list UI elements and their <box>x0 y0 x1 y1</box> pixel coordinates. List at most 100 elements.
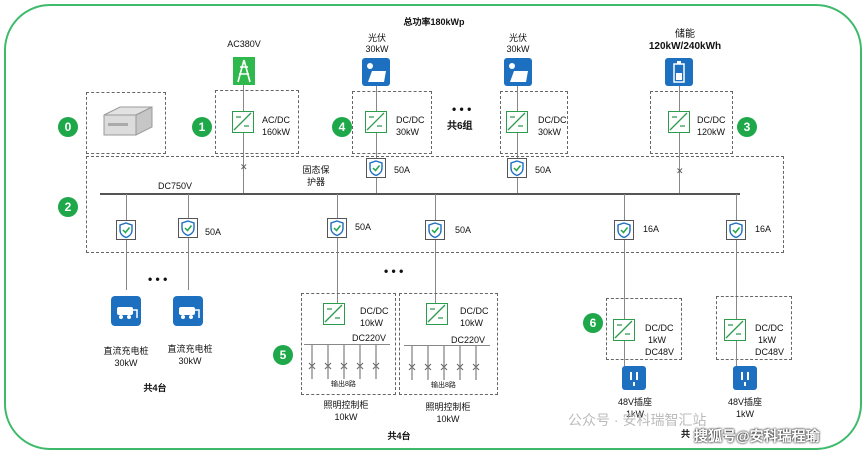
pv-left-breaker-icon <box>366 158 386 178</box>
cabinet-left-box <box>301 293 396 395</box>
storage-box <box>650 91 733 154</box>
socket-left-line <box>624 194 625 319</box>
cabinet-right-converter-icon <box>426 303 448 325</box>
storage-converter-icon <box>668 111 690 133</box>
pv-right-box <box>500 91 568 154</box>
ac-dc-label: AC/DC <box>262 115 291 125</box>
pv-left-box <box>352 91 432 154</box>
storage-link <box>679 86 680 111</box>
cabinet-ellipsis: • • • <box>384 264 404 278</box>
pv-group-count: 共6组 <box>447 121 473 132</box>
socket-right-breaker-icon <box>726 220 746 240</box>
marker-4: 4 <box>332 117 352 137</box>
cabinet-right-breaker: 50A <box>455 225 472 235</box>
marker-0: 0 <box>58 117 78 137</box>
pv-right-converter-power: 30kW <box>538 127 562 137</box>
cabinet-right-output: 输出8路 <box>431 382 456 389</box>
cabinet-right-voltage: DC220V <box>451 335 486 345</box>
total-power-title: 总功率180kWp <box>403 17 465 27</box>
cabinet-left-feed-bar <box>304 344 390 345</box>
storage-switch-x: ✕ <box>676 166 684 176</box>
charger-right-power: 30kW <box>178 356 202 366</box>
cabinet-left-converter-label: DC/DC <box>360 306 389 316</box>
pv-ellipsis: • • • <box>452 102 472 116</box>
socket-left-converter-power: 1kW <box>648 335 666 345</box>
pv-left-label: 光伏 <box>367 33 386 43</box>
socket-right-converter-icon <box>724 319 746 341</box>
bus-voltage: DC750V <box>158 181 193 191</box>
socket-right-breaker: 16A <box>755 224 772 234</box>
socket-right-line <box>736 194 737 319</box>
charger-right-label: 直流充电桩 <box>167 344 213 354</box>
pv-right-converter-icon <box>506 111 528 133</box>
socket-icon <box>733 366 757 390</box>
marker-3: 3 <box>737 117 757 137</box>
cabinet-left-breaker-icon <box>327 218 347 238</box>
socket-right-voltage: DC48V <box>755 347 785 357</box>
cabinet-right-breaker-icon <box>425 220 445 240</box>
ac-source-label: AC380V <box>227 39 261 49</box>
ac-bus-line <box>243 133 244 193</box>
watermark-wechat: 公众号 · 安科瑞智汇站 <box>568 412 707 428</box>
dc-bus <box>100 193 740 195</box>
pv-left-converter-power: 30kW <box>396 127 420 137</box>
sockets-count: 共 <box>681 429 691 439</box>
charger-left-line <box>126 194 127 290</box>
storage-power: 120kW/240kWh <box>648 41 722 52</box>
cabinets-count: 共4台 <box>387 431 411 441</box>
charger-right-breaker-icon <box>178 218 198 238</box>
socket-right-converter-label: DC/DC <box>755 323 784 333</box>
cabinet-right-label: 照明控制柜 <box>425 402 471 412</box>
battery-icon <box>665 58 693 86</box>
storage-label: 储能 <box>675 29 695 40</box>
socket-left-converter-label: DC/DC <box>645 323 674 333</box>
ev-charger-icon <box>111 296 141 326</box>
socket-right-out-line <box>736 341 737 366</box>
cabinet-left-converter-power: 10kW <box>360 318 384 328</box>
solar-panel-icon <box>362 58 390 86</box>
charger-left-power: 30kW <box>114 358 138 368</box>
ac-dc-converter-icon <box>232 111 254 133</box>
cabinet-right-box <box>399 293 498 395</box>
ac-switch-x: ✕ <box>240 162 248 172</box>
cabinet-right-converter-label: DC/DC <box>460 306 489 316</box>
pv-left-converter-icon <box>365 111 387 133</box>
ac-dc-power: 160kW <box>262 127 291 137</box>
marker-5: 5 <box>273 345 293 365</box>
cabinet-left-output-circuits <box>308 345 380 379</box>
ac-dc-box <box>215 90 299 154</box>
charger-left-breaker-icon <box>116 220 136 240</box>
socket-icon <box>622 366 646 390</box>
socket-left-out-line <box>624 341 625 366</box>
cabinet-left-breaker: 50A <box>355 222 372 232</box>
cabinet-left-label: 照明控制柜 <box>323 400 369 410</box>
charger-ellipsis: • • • <box>148 272 168 286</box>
socket-right-power: 1kW <box>736 409 754 419</box>
pv-right-label: 光伏 <box>508 33 527 43</box>
socket-right-label: 48V插座 <box>727 397 762 407</box>
storage-converter-power: 120kW <box>697 127 726 137</box>
cabinet-right-output-circuits <box>408 346 480 380</box>
charger-right-breaker: 50A <box>205 227 222 237</box>
socket-left-label: 48V插座 <box>617 397 652 407</box>
protector-label-2: 护器 <box>306 177 325 187</box>
socket-right-box <box>716 296 792 360</box>
grid-tower-icon <box>233 57 255 85</box>
socket-left-power: 1kW <box>626 409 644 419</box>
pv-left-link <box>376 86 377 111</box>
protector-label-1: 固态保 <box>302 165 330 175</box>
cabinet-left-converter-icon <box>323 303 345 325</box>
ac-link-line <box>243 85 244 111</box>
storage-converter-label: DC/DC <box>697 115 726 125</box>
marker-2: 2 <box>58 197 78 217</box>
solar-panel-icon <box>504 58 532 86</box>
ev-charger-icon <box>173 296 203 326</box>
pv-left-breaker: 50A <box>394 165 411 175</box>
cabinet-right-power: 10kW <box>436 414 460 424</box>
cabinet-right-feed-bar <box>404 345 490 346</box>
pv-left-power: 30kW <box>365 44 389 54</box>
chargers-count: 共4台 <box>143 383 167 393</box>
marker-1: 1 <box>192 117 212 137</box>
cabinet-right-converter-power: 10kW <box>460 318 484 328</box>
server-icon <box>103 106 153 136</box>
